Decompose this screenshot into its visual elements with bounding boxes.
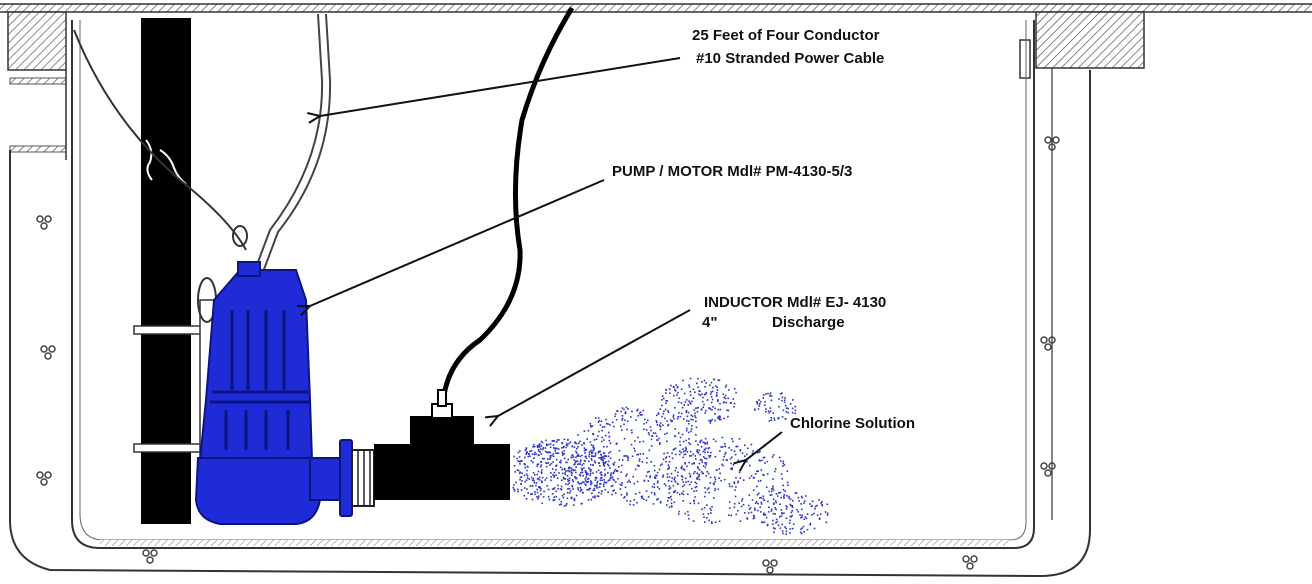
chlorine-spray (512, 377, 829, 535)
inductor (374, 389, 510, 500)
inductor-label-word: Discharge (772, 314, 845, 331)
leader-arrows (310, 57, 783, 460)
lifting-chain (73, 29, 247, 251)
pump-body (198, 269, 314, 461)
chlorine-label: Chlorine Solution (790, 415, 915, 432)
cable-label-line2: #10 Stranded Power Cable (696, 50, 884, 67)
inductor-label-size: 4" (702, 314, 717, 331)
pump-motor (194, 261, 375, 525)
power-cable (254, 13, 332, 273)
inductor-label: INDUCTOR Mdl# EJ- 4130 4" Discharge (702, 294, 890, 331)
cable-arrow (320, 57, 681, 116)
concrete-aggregate (36, 136, 1060, 574)
ground-slab (0, 3, 1312, 160)
guide-rail (133, 18, 217, 524)
inductor-hose (441, 6, 575, 396)
cable-label-line1: 25 Feet of Four Conductor (692, 27, 880, 44)
cable-label: 25 Feet of Four Conductor #10 Stranded P… (692, 27, 884, 67)
pump-label: PUMP / MOTOR Mdl# PM-4130-5/3 (612, 163, 852, 180)
chlorine-arrow (746, 431, 783, 460)
inductor-arrow (498, 309, 691, 416)
basin-wall (9, 20, 1091, 578)
chain-hook (232, 225, 248, 247)
inductor-label-line1: INDUCTOR Mdl# EJ- 4130 (704, 294, 886, 311)
pump-arrow (310, 179, 605, 306)
